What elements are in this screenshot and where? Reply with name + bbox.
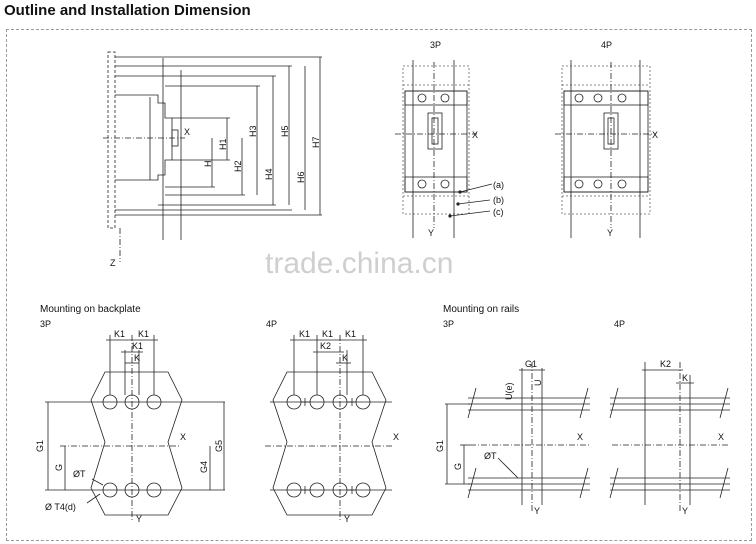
- front-3p-y: Y: [428, 228, 434, 238]
- dim-h5: H5: [280, 125, 290, 137]
- bp3-hole-t: ØT: [73, 469, 86, 479]
- backplate-heading: Mounting on backplate: [40, 304, 141, 315]
- front-3p-heading: 3P: [430, 40, 441, 50]
- bp3-k: K: [134, 353, 140, 363]
- backplate-3p-heading: 3P: [40, 319, 51, 329]
- dim-h1: H1: [218, 138, 228, 150]
- rail3-ue: U(e): [504, 382, 514, 400]
- callout-a: (a): [493, 180, 504, 190]
- rails-4p-outline: [609, 362, 730, 512]
- rails-3p-heading: 3P: [443, 319, 454, 329]
- bp3-g1: G1: [35, 440, 45, 452]
- bp3-hole-t4: Ø T4(d): [45, 502, 76, 512]
- rail4-x: X: [718, 432, 724, 442]
- rail4-k2: K2: [660, 359, 671, 369]
- bp3-g4: G4: [199, 461, 209, 473]
- front-4p-heading: 4P: [601, 40, 612, 50]
- backplate-3p-outline: [45, 335, 225, 520]
- front-4p-y: Y: [607, 228, 613, 238]
- front-view-3p: [395, 60, 493, 238]
- bp4-k: K: [342, 353, 348, 363]
- watermark: trade.china.cn: [265, 247, 453, 280]
- bp3-k1-c: K1: [132, 341, 143, 351]
- dim-h7: H7: [311, 136, 321, 148]
- rail3-hole: ØT: [484, 451, 497, 461]
- side-z-label: Z: [110, 258, 116, 268]
- rails-3p-outline: [445, 362, 590, 512]
- callout-b: (b): [493, 195, 504, 205]
- side-view: [103, 51, 322, 262]
- page-title: Outline and Installation Dimension: [4, 2, 251, 19]
- side-x-label: X: [184, 127, 190, 137]
- bp4-k1-b: K1: [322, 329, 333, 339]
- dim-h3: H3: [248, 125, 258, 137]
- bp3-k1-a: K1: [114, 329, 125, 339]
- backplate-4p-heading: 4P: [266, 319, 277, 329]
- rails-heading: Mounting on rails: [443, 304, 519, 315]
- front-view-4p: [555, 60, 656, 238]
- callout-c: (c): [493, 207, 504, 217]
- rail4-y: Y: [682, 506, 688, 516]
- rail3-y: Y: [534, 506, 540, 516]
- bp4-k1-a: K1: [299, 329, 310, 339]
- rail4-k: K: [682, 373, 688, 383]
- drawing-frame: [6, 29, 752, 541]
- dim-h2: H2: [233, 160, 243, 172]
- bp3-k1-b: K1: [138, 329, 149, 339]
- rails-4p-heading: 4P: [614, 319, 625, 329]
- rail3-g: G: [453, 463, 463, 470]
- front-4p-x: X: [652, 130, 658, 140]
- bp4-k1-c: K1: [345, 329, 356, 339]
- bp3-y: Y: [136, 514, 142, 524]
- bp3-x: X: [180, 432, 186, 442]
- front-3p-x: X: [472, 130, 478, 140]
- dim-h: H: [203, 161, 213, 168]
- bp4-y: Y: [344, 514, 350, 524]
- bp3-g: G: [54, 464, 64, 471]
- rail3-x: X: [577, 432, 583, 442]
- bp3-g5: G5: [214, 440, 224, 452]
- rail3-u: U: [533, 380, 543, 387]
- bp4-k2: K2: [320, 341, 331, 351]
- backplate-4p-outline: [265, 335, 392, 520]
- bp4-x: X: [393, 432, 399, 442]
- dim-h6: H6: [296, 171, 306, 183]
- dim-h4: H4: [264, 168, 274, 180]
- rail3-g1-top: G1: [525, 359, 537, 369]
- rail3-g1: G1: [435, 440, 445, 452]
